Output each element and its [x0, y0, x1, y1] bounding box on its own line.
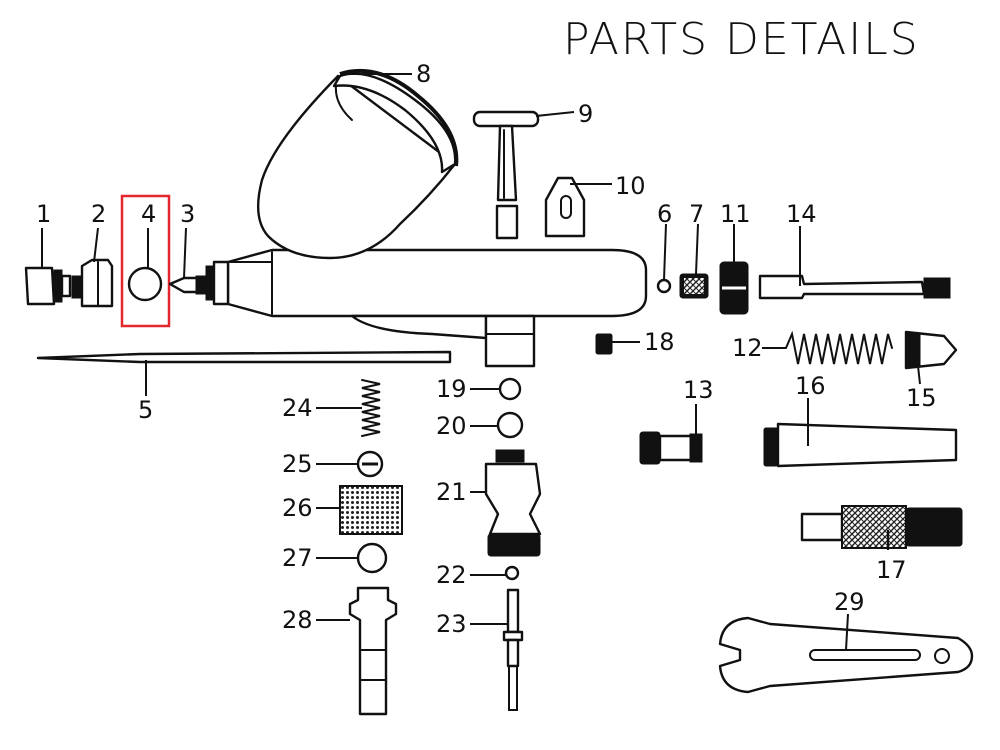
part-3-nozzle [168, 275, 207, 295]
part-2-nozzle-body [71, 258, 114, 308]
callout-7: 7 [689, 200, 704, 228]
callout-3: 3 [180, 200, 195, 228]
callout-labels: 1 2 4 3 8 9 10 6 7 11 14 12 15 18 5 13 1… [36, 60, 937, 638]
callout-24: 24 [282, 394, 313, 422]
callout-1: 1 [36, 200, 51, 228]
callout-27: 27 [282, 544, 313, 572]
part-18-screw [595, 333, 613, 355]
callout-11: 11 [720, 200, 751, 228]
part-23-valve-stem [502, 588, 524, 711]
callout-9: 9 [578, 100, 593, 128]
callout-16: 16 [795, 372, 826, 400]
callout-22: 22 [436, 561, 467, 589]
part-28-hose-fitting [348, 586, 398, 716]
callout-8: 8 [416, 60, 431, 88]
callout-13: 13 [683, 376, 714, 404]
part-11-guide [719, 261, 749, 315]
airbrush-body [205, 248, 648, 368]
part-10-trigger-guide [544, 176, 586, 238]
callout-29: 29 [834, 588, 865, 616]
callout-2: 2 [91, 200, 106, 228]
part-9-trigger [472, 110, 540, 240]
cup-lid [332, 68, 459, 174]
callout-25: 25 [282, 450, 313, 478]
part-14-chuck-tube [758, 274, 951, 300]
part-13-adjuster [639, 431, 703, 465]
part-1-nozzle-cap [24, 266, 72, 306]
callout-6: 6 [657, 200, 672, 228]
part-16-handle [763, 422, 958, 468]
callout-20: 20 [436, 412, 467, 440]
callout-5: 5 [138, 396, 153, 424]
part-15-spring-guide [904, 330, 958, 370]
part-7-nut [679, 273, 709, 299]
callout-4: 4 [141, 200, 156, 228]
part-6-washer [656, 278, 672, 294]
part-17-handle-alt [800, 505, 963, 549]
callout-28: 28 [282, 606, 313, 634]
part-21-valve-body [484, 449, 542, 557]
part-29-wrench [718, 616, 974, 694]
callout-12: 12 [732, 334, 763, 362]
callout-23: 23 [436, 610, 467, 638]
callout-18: 18 [644, 328, 675, 356]
part-27-oring [356, 542, 388, 574]
part-12-spring [785, 330, 893, 365]
callout-17: 17 [876, 556, 907, 584]
part-24-spring [361, 379, 381, 437]
callout-19: 19 [436, 375, 467, 403]
part-5-needle [36, 350, 452, 364]
callout-10: 10 [615, 172, 646, 200]
part-20-oring [496, 411, 524, 439]
part-22-oring [504, 565, 520, 581]
highlight-box [120, 194, 171, 328]
leader-lines [41, 73, 921, 651]
part-19-oring [498, 377, 522, 401]
part-25-clip [356, 450, 384, 478]
part-26-filter [339, 485, 403, 535]
page-title: PARTS DETAILS [563, 14, 920, 65]
callout-26: 26 [282, 494, 313, 522]
callout-15: 15 [906, 384, 937, 412]
part-4-ring [120, 194, 171, 328]
callout-21: 21 [436, 478, 467, 506]
callout-14: 14 [786, 200, 817, 228]
